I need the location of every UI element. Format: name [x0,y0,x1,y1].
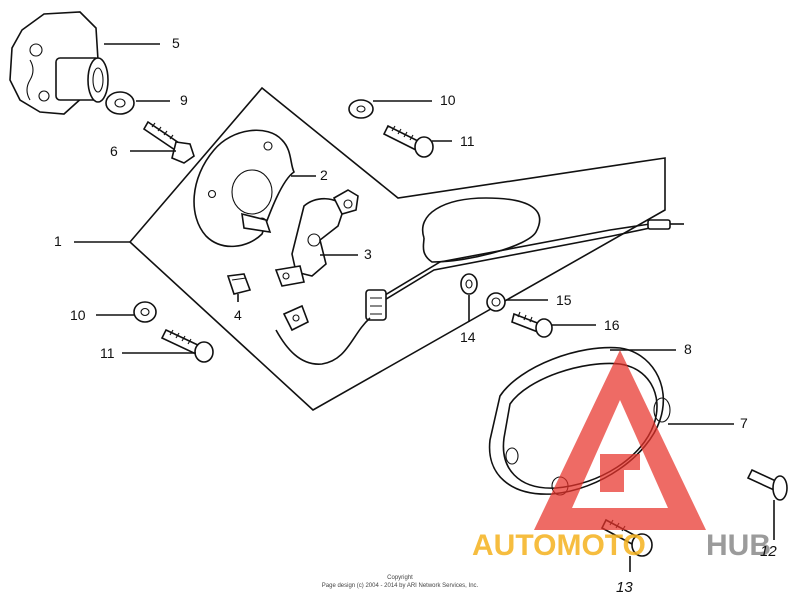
copyright-line-1: Copyright [387,575,413,581]
part-15-washer [486,292,506,312]
label-4: 4 [234,307,242,323]
label-3: 3 [364,246,372,262]
label-8: 8 [684,341,692,357]
watermark-triangle [534,350,706,530]
watermark-text-b: HUB [706,529,771,562]
wire-harness [275,197,684,365]
label-15: 15 [556,292,572,308]
label-11-top: 11 [460,133,475,149]
part-10-washer-left [133,301,157,323]
leader-lines [74,43,775,572]
label-6: 6 [110,143,118,159]
watermark-logo: AUTOMOTO HUB [472,350,771,562]
label-9: 9 [180,92,188,108]
label-10-left: 10 [70,307,86,323]
part-16-screw [511,311,553,338]
part-labels: 5 9 6 2 3 4 1 10 11 10 11 14 15 16 8 7 1… [54,35,777,596]
label-14: 14 [460,329,476,345]
label-2: 2 [320,167,328,183]
label-16: 16 [604,317,620,333]
label-7: 7 [740,415,748,431]
part-4-felt [226,273,252,295]
part-10-washer-top [348,99,374,119]
copyright-notice: Copyright Page design (c) 2004 - 2014 by… [322,575,479,589]
assembly-outline [129,86,666,411]
label-1: 1 [54,233,62,249]
part-6-bolt [142,120,195,164]
label-13: 13 [616,579,633,596]
label-5: 5 [172,35,180,51]
part-11-screw-left [160,328,214,363]
part-14-grommet [460,273,478,295]
part-12-screw [746,468,788,501]
label-12: 12 [760,543,777,560]
part-3-contact-breaker [274,189,359,287]
label-10-top: 10 [440,92,456,108]
label-11-left: 11 [100,345,115,361]
copyright-line-2: Page design (c) 2004 - 2014 by ARI Netwo… [322,583,479,589]
part-5-governor [9,11,109,115]
part-9-washer [105,91,135,115]
part-11-screw-top [382,124,434,158]
watermark-text-a: AUTOMOTO [472,529,646,562]
part-2-base-plate [193,129,296,248]
